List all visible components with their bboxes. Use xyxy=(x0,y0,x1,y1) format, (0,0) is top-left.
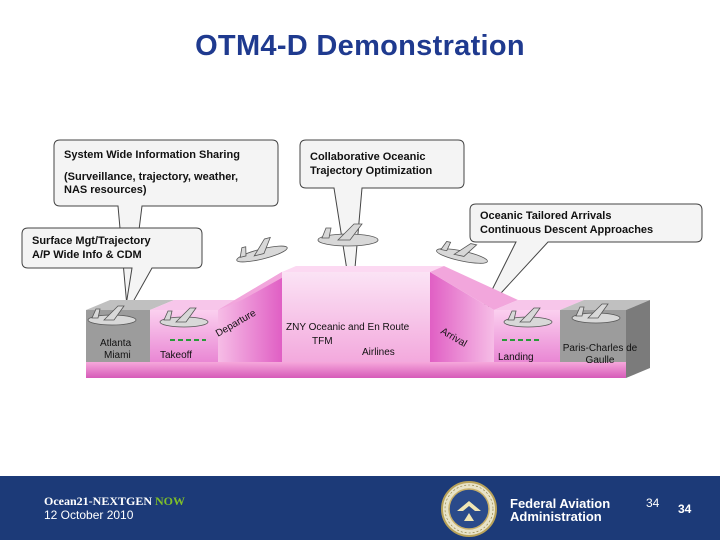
origin-label-miami: Miami xyxy=(104,350,131,361)
program-prefix: Ocean21-NEXTGEN xyxy=(44,494,155,508)
aircraft-climb-icon xyxy=(236,236,288,263)
ground-base xyxy=(86,362,626,378)
swis-detail-1: (Surveillance, trajectory, weather, xyxy=(64,171,239,183)
slide-number: 34 xyxy=(678,502,692,516)
coto-line-2: Trajectory Optimization xyxy=(310,165,433,177)
airlines-label: Airlines xyxy=(362,347,395,358)
aircraft-takeoff-icon xyxy=(159,307,209,328)
flight-diagram xyxy=(21,139,703,378)
destination-label-1: Paris-Charles de xyxy=(562,343,638,354)
tfm-label: TFM xyxy=(312,336,333,347)
aircraft-destination-icon xyxy=(571,303,621,324)
ota-line-2: Continuous Descent Approaches xyxy=(480,224,654,236)
swis-detail-2: NAS resources) xyxy=(64,184,147,196)
program-name: Ocean21-NEXTGEN NOW xyxy=(44,494,185,509)
slide-title: OTM4-D Demonstration xyxy=(195,30,525,62)
footer-bar: Ocean21-NEXTGEN NOW 12 October 2010 Fede… xyxy=(0,476,720,540)
agency-line-1: Federal Aviation xyxy=(510,496,611,511)
agency-line-2: Administration xyxy=(510,509,602,524)
origin-label-atlanta: Atlanta xyxy=(100,338,132,349)
enroute-plateau xyxy=(282,272,430,362)
callout-surface xyxy=(21,227,203,319)
aircraft-cruise-icon xyxy=(317,223,379,247)
surface-line-1: Surface Mgt/Trajectory xyxy=(32,235,151,247)
surface-line-2: A/P Wide Info & CDM xyxy=(32,249,142,261)
aircraft-landing-icon xyxy=(503,307,553,328)
callout-ota xyxy=(469,203,703,319)
landing-label: Landing xyxy=(498,352,534,363)
destination-runway xyxy=(560,310,626,362)
aircraft-descent-icon xyxy=(436,241,488,264)
page-number: 34 xyxy=(646,496,660,510)
ota-line-1: Oceanic Tailored Arrivals xyxy=(480,210,612,222)
faa-seal-icon xyxy=(441,481,497,537)
program-now: NOW xyxy=(155,494,185,508)
coto-line-1: Collaborative Oceanic xyxy=(310,151,426,163)
swis-title: System Wide Information Sharing xyxy=(64,149,240,161)
aircraft-origin-icon xyxy=(87,305,137,326)
presentation-date: 12 October 2010 xyxy=(44,508,134,522)
enroute-label: ZNY Oceanic and En Route xyxy=(286,322,410,333)
takeoff-label: Takeoff xyxy=(160,350,193,361)
destination-label-2: Gaulle xyxy=(585,355,615,366)
